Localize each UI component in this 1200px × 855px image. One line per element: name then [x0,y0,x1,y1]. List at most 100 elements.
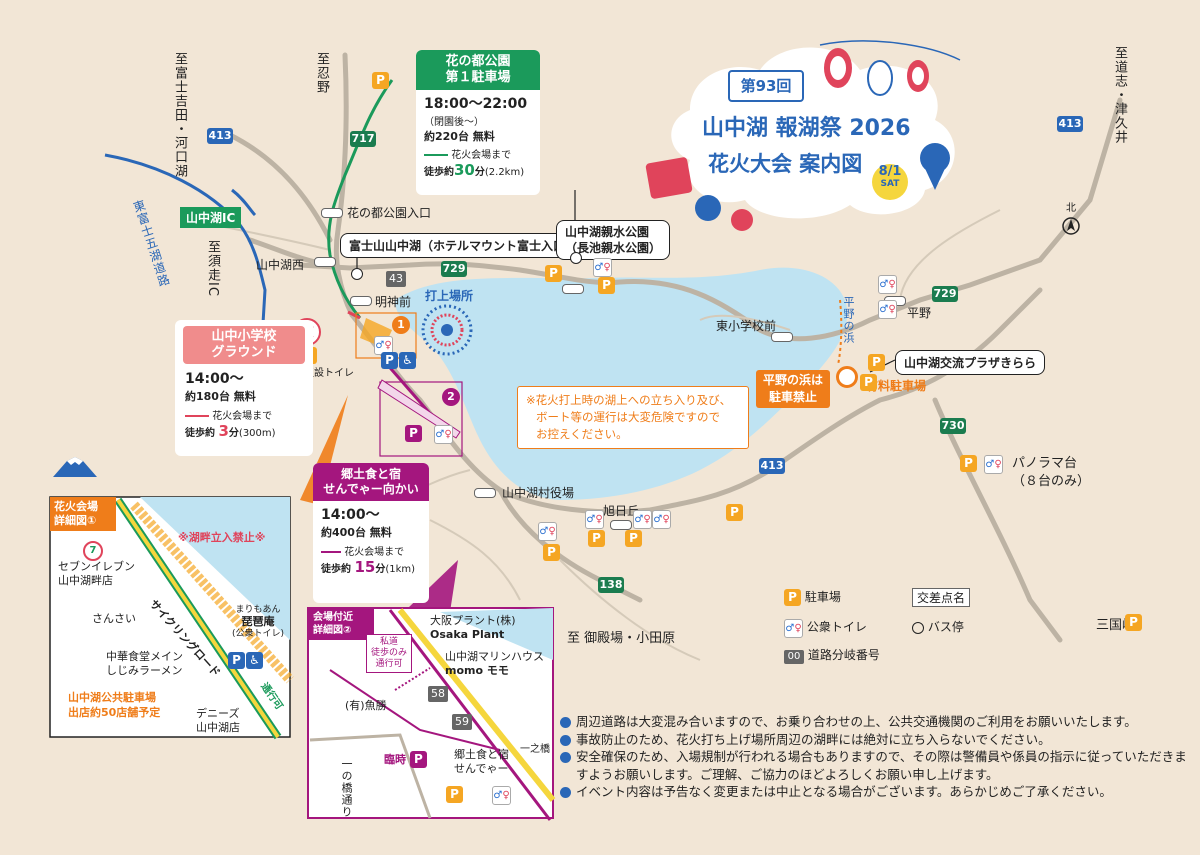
road-138: 138 [598,577,624,593]
parking-icon: P [588,530,605,547]
signal-nishi [314,257,336,267]
route-green [327,79,394,319]
parking-icon: P [1125,614,1142,631]
road-413-south: 413 [759,458,785,474]
detail2-temp-parking: 臨時 P [384,751,427,768]
parking-icon: P [598,277,615,294]
kasetsu-toilet: 仮設トイレ [304,368,354,379]
venue-marker-2: 2 [442,388,460,406]
detail2-senjya: 郷土食と宿せんでゃー [454,748,509,775]
toilet-icon: ♂♀ [984,455,1003,474]
toilet-icon: ♂♀ [585,510,604,529]
detail2-ichinohashi-dori: 一の橋通り [340,758,353,818]
hirano-hama: 平野の浜 [842,296,855,344]
compass-icon [1062,217,1080,235]
parking-icon: P [446,786,463,803]
parking-icon: P [960,455,977,472]
bus-stop-icon [570,252,582,264]
road-413-east: 413 [1057,116,1083,132]
title-main: 山中湖 報湖祭 2026 [702,116,911,141]
toilet-icon: ♂♀ [784,619,803,638]
ic-label: 山中湖IC [180,207,242,228]
road-729-north: 729 [441,261,467,277]
parking-icon: P [381,352,398,369]
title-sub: 花火大会 案内図 [708,152,863,176]
parking-icon: P [405,425,422,442]
asahigaoka: 旭日丘 [603,504,640,518]
note-item: 事故防止のため、花火打ち上げ場所周辺の湖畔には絶対に立ち入らないでください。 [560,731,1190,749]
detail2-private: 私道徒歩のみ通行可 [366,634,413,673]
notes: 周辺道路は大変混み合いますので、お乗り合わせの上、公共交通機関のご利用をお願いい… [560,713,1190,801]
panorama: パノラマ台（８台のみ） [1012,456,1091,489]
bus-stop-icon [912,621,924,634]
note-item: 安全確保のため、入場規制が行われる場合もありますので、その際は警備員や係員の指示… [560,748,1190,783]
toilet-icon: ♂♀ [633,510,652,529]
signal-higashi [771,332,793,342]
parking-school-box: 山中小学校グラウンド 14:00～ 約180台 無料 花火会場まで 徒歩約 3分… [175,320,313,456]
dir-doshi: 至道志・津久井 [1112,46,1127,144]
parking-icon: P [784,589,801,606]
detail1-biwa: まりもあん琵琶庵(公衆トイレ) [232,605,285,639]
compass-label: 北 [1066,203,1076,214]
legend: P 駐車場 ♂♀ 公衆トイレ 00 道路分岐番号 交差点名 バス停 [778,582,982,664]
road-730: 730 [940,418,966,434]
parking-hana-box: 花の都公園第１駐車場 18:00～22:00 （閉園後～） 約220台 無料 花… [416,50,540,195]
toilet-icon: ♂♀ [434,425,453,444]
date-badge: 8/1 SAT [878,164,902,189]
bus-stop-icon [351,268,363,280]
toilet-icon: ♂♀ [652,510,671,529]
detail2-ichinohashi: 一之橋 [520,744,550,755]
dir-gotemba: 至 御殿場・小田原 [567,631,676,646]
road-729-east: 729 [932,286,958,302]
parking-icon: P [372,72,389,89]
detail1-chuka: 中華食堂メインしじみラーメン [106,650,183,677]
signal-hananomiyako [321,208,343,218]
detail1-seven: セブンイレブン山中湖畔店 [58,560,135,587]
fuji-icon [53,457,97,477]
parking-icon: P [228,652,245,669]
paid-parking-label: 有料駐車場 [866,379,927,393]
toilet-icon: ♂♀ [878,300,897,319]
wheelchair-icon: ♿ [399,352,416,369]
parking-icon: P [868,354,885,371]
dir-subashiri: 至須走IC [205,240,220,297]
toilet-icon: ♂♀ [878,275,897,294]
toilet-icon: ♂♀ [593,258,612,277]
road-413-west: 413 [207,128,233,144]
road-number-43: 43 [386,271,406,287]
callout-fujisan-hotel: 富士山山中湖（ホテルマウント富士入口） [340,233,587,258]
parking-icon: P [409,751,427,768]
signal-myojin [350,296,372,306]
note-item: 周辺道路は大変混み合いますので、お乗り合わせの上、公共交通機関のご利用をお願いい… [560,713,1190,731]
lake-warning: ※花火打上時の湖上への立ち入り及び、ボート等の運行は大変危険ですのでお控えくださ… [517,386,749,449]
toilet-icon: ♂♀ [538,522,557,541]
parking-icon: P [625,530,642,547]
detail1-kokyo: 山中湖公共駐車場出店約50店舗予定 [68,691,161,719]
road-717: 717 [350,131,376,147]
parking-icon: P [545,265,562,282]
wheelchair-icon: ♿ [246,652,263,669]
detail1-sansai: さんさい [92,612,136,625]
parking-senjya-box: 郷土食と宿せんでゃー向かい 14:00～ 約400台 無料 花火会場まで 徒歩約… [313,463,429,603]
detail2-osaka: 大阪プラント(株)Osaka Plant [430,614,516,641]
toilet-icon: ♂♀ [492,786,511,805]
road-number-59: 59 [452,714,472,730]
village-office: 山中湖村役場 [502,486,575,500]
callout-shinsui: 山中湖親水公園（長池親水公園） [556,220,671,260]
no-parking-icon [836,366,858,388]
signal-village [474,488,496,498]
hirano-closed: 平野の浜は駐車禁止 [756,370,831,408]
dir-fujiyoshida: 至富士吉田・河口湖 [172,52,187,178]
fireworks-icon [421,304,473,356]
higashi-school: 東小学校前 [716,319,777,333]
note-item: イベント内容は予告なく変更または中止となる場合がございます。あらかじめご了承くだ… [560,783,1190,801]
seven-eleven-icon: 7 [83,541,103,561]
lantern-icon [819,40,961,96]
dir-oshino: 至忍野 [314,52,329,94]
edition-badge: 第93回 [728,70,804,102]
road-number-58: 58 [428,686,448,702]
uchiage-label: 打上場所 [425,289,474,303]
route-pink [347,310,361,320]
detail1-dennys: デニーズ山中湖店 [196,707,240,734]
